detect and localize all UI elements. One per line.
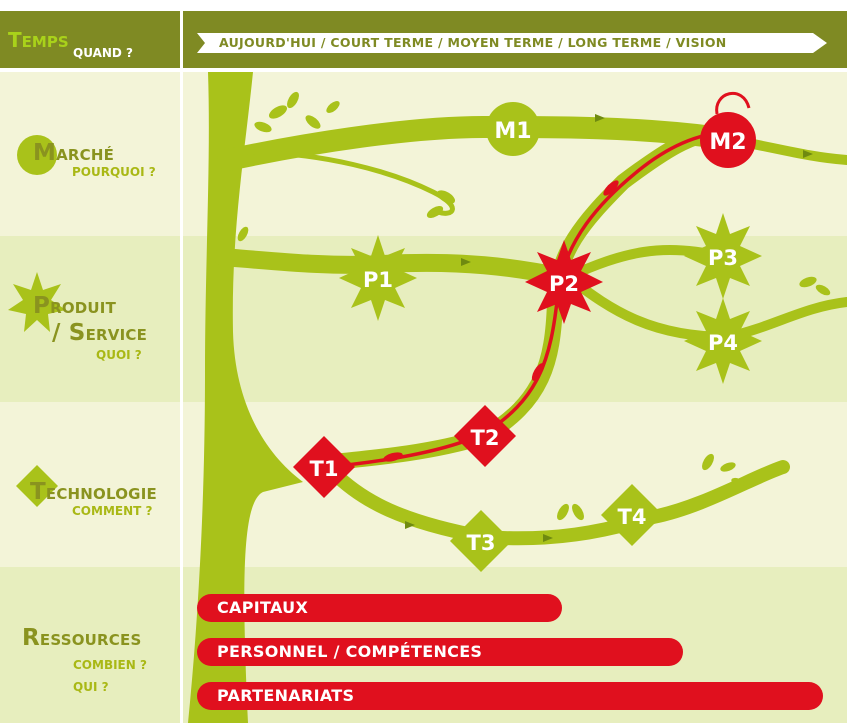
header-timeline: AUJOURD'HUI / COURT TERME / MOYEN TERME … — [183, 11, 847, 68]
svg-text:M1: M1 — [494, 119, 531, 144]
produit-sub: QUOI ? — [96, 348, 142, 362]
service-label: / SERVICE — [52, 320, 148, 346]
header-temps: TEMPS QUAND ? — [0, 11, 180, 68]
quand-label: QUAND ? — [73, 46, 134, 60]
star-icon — [8, 272, 66, 332]
circle-icon — [17, 135, 57, 175]
red-path — [317, 130, 734, 470]
tree-diagram: M1 M2 P1 P2 P3 P4 T1 T2 T3 T4 — [188, 72, 847, 723]
svg-text:T4: T4 — [618, 505, 647, 529]
temps-label: TEMPS — [8, 28, 69, 52]
ressources-sub1: COMBIEN ? — [73, 658, 147, 672]
node-p3[interactable]: P3 — [684, 213, 762, 299]
resource-bar-partenariats[interactable]: PARTENARIATS — [197, 682, 823, 710]
svg-text:P3: P3 — [708, 246, 738, 270]
technologie-sub: COMMENT ? — [72, 504, 153, 518]
svg-text:T1: T1 — [310, 457, 339, 481]
node-m2[interactable]: M2 — [700, 91, 756, 168]
svg-text:P4: P4 — [708, 331, 738, 355]
resource-bar-personnel[interactable]: PERSONNEL / COMPÉTENCES — [197, 638, 683, 666]
node-p4[interactable]: P4 — [684, 298, 762, 384]
timeline-label: AUJOURD'HUI / COURT TERME / MOYEN TERME … — [219, 35, 727, 50]
svg-text:M2: M2 — [709, 130, 746, 155]
node-t4[interactable]: T4 — [601, 484, 663, 546]
marche-label: MARCHÉ — [33, 140, 115, 166]
ressources-sub2: QUI ? — [73, 680, 109, 694]
diamond-icon — [16, 465, 58, 507]
svg-text:P1: P1 — [363, 268, 393, 292]
node-t3[interactable]: T3 — [450, 510, 512, 572]
branch-marche-curl — [240, 149, 455, 216]
node-t1[interactable]: T1 — [293, 436, 355, 498]
band-ressources-left — [0, 567, 180, 723]
svg-text:T2: T2 — [471, 426, 500, 450]
produit-label: PRODUIT — [33, 293, 117, 319]
branch-marche — [217, 115, 724, 171]
marche-sub: POURQUOI ? — [72, 165, 156, 179]
svg-text:P2: P2 — [549, 272, 579, 296]
node-t2[interactable]: T2 — [454, 405, 516, 467]
branch-arrows — [405, 114, 813, 542]
node-p2[interactable]: P2 — [525, 240, 603, 324]
node-p1[interactable]: P1 — [339, 235, 417, 321]
row-icons — [8, 135, 66, 507]
technologie-label: TECHNOLOGIE — [30, 479, 157, 505]
resource-bar-capitaux[interactable]: CAPITAUX — [197, 594, 562, 622]
svg-text:T3: T3 — [467, 531, 496, 555]
timeline-arrow — [197, 33, 827, 53]
tree-trunk — [188, 72, 303, 723]
node-m1[interactable]: M1 — [486, 102, 540, 156]
ressources-label: RESSOURCES — [22, 625, 142, 651]
red-leaves — [383, 180, 619, 462]
branch-t3 — [326, 460, 790, 546]
